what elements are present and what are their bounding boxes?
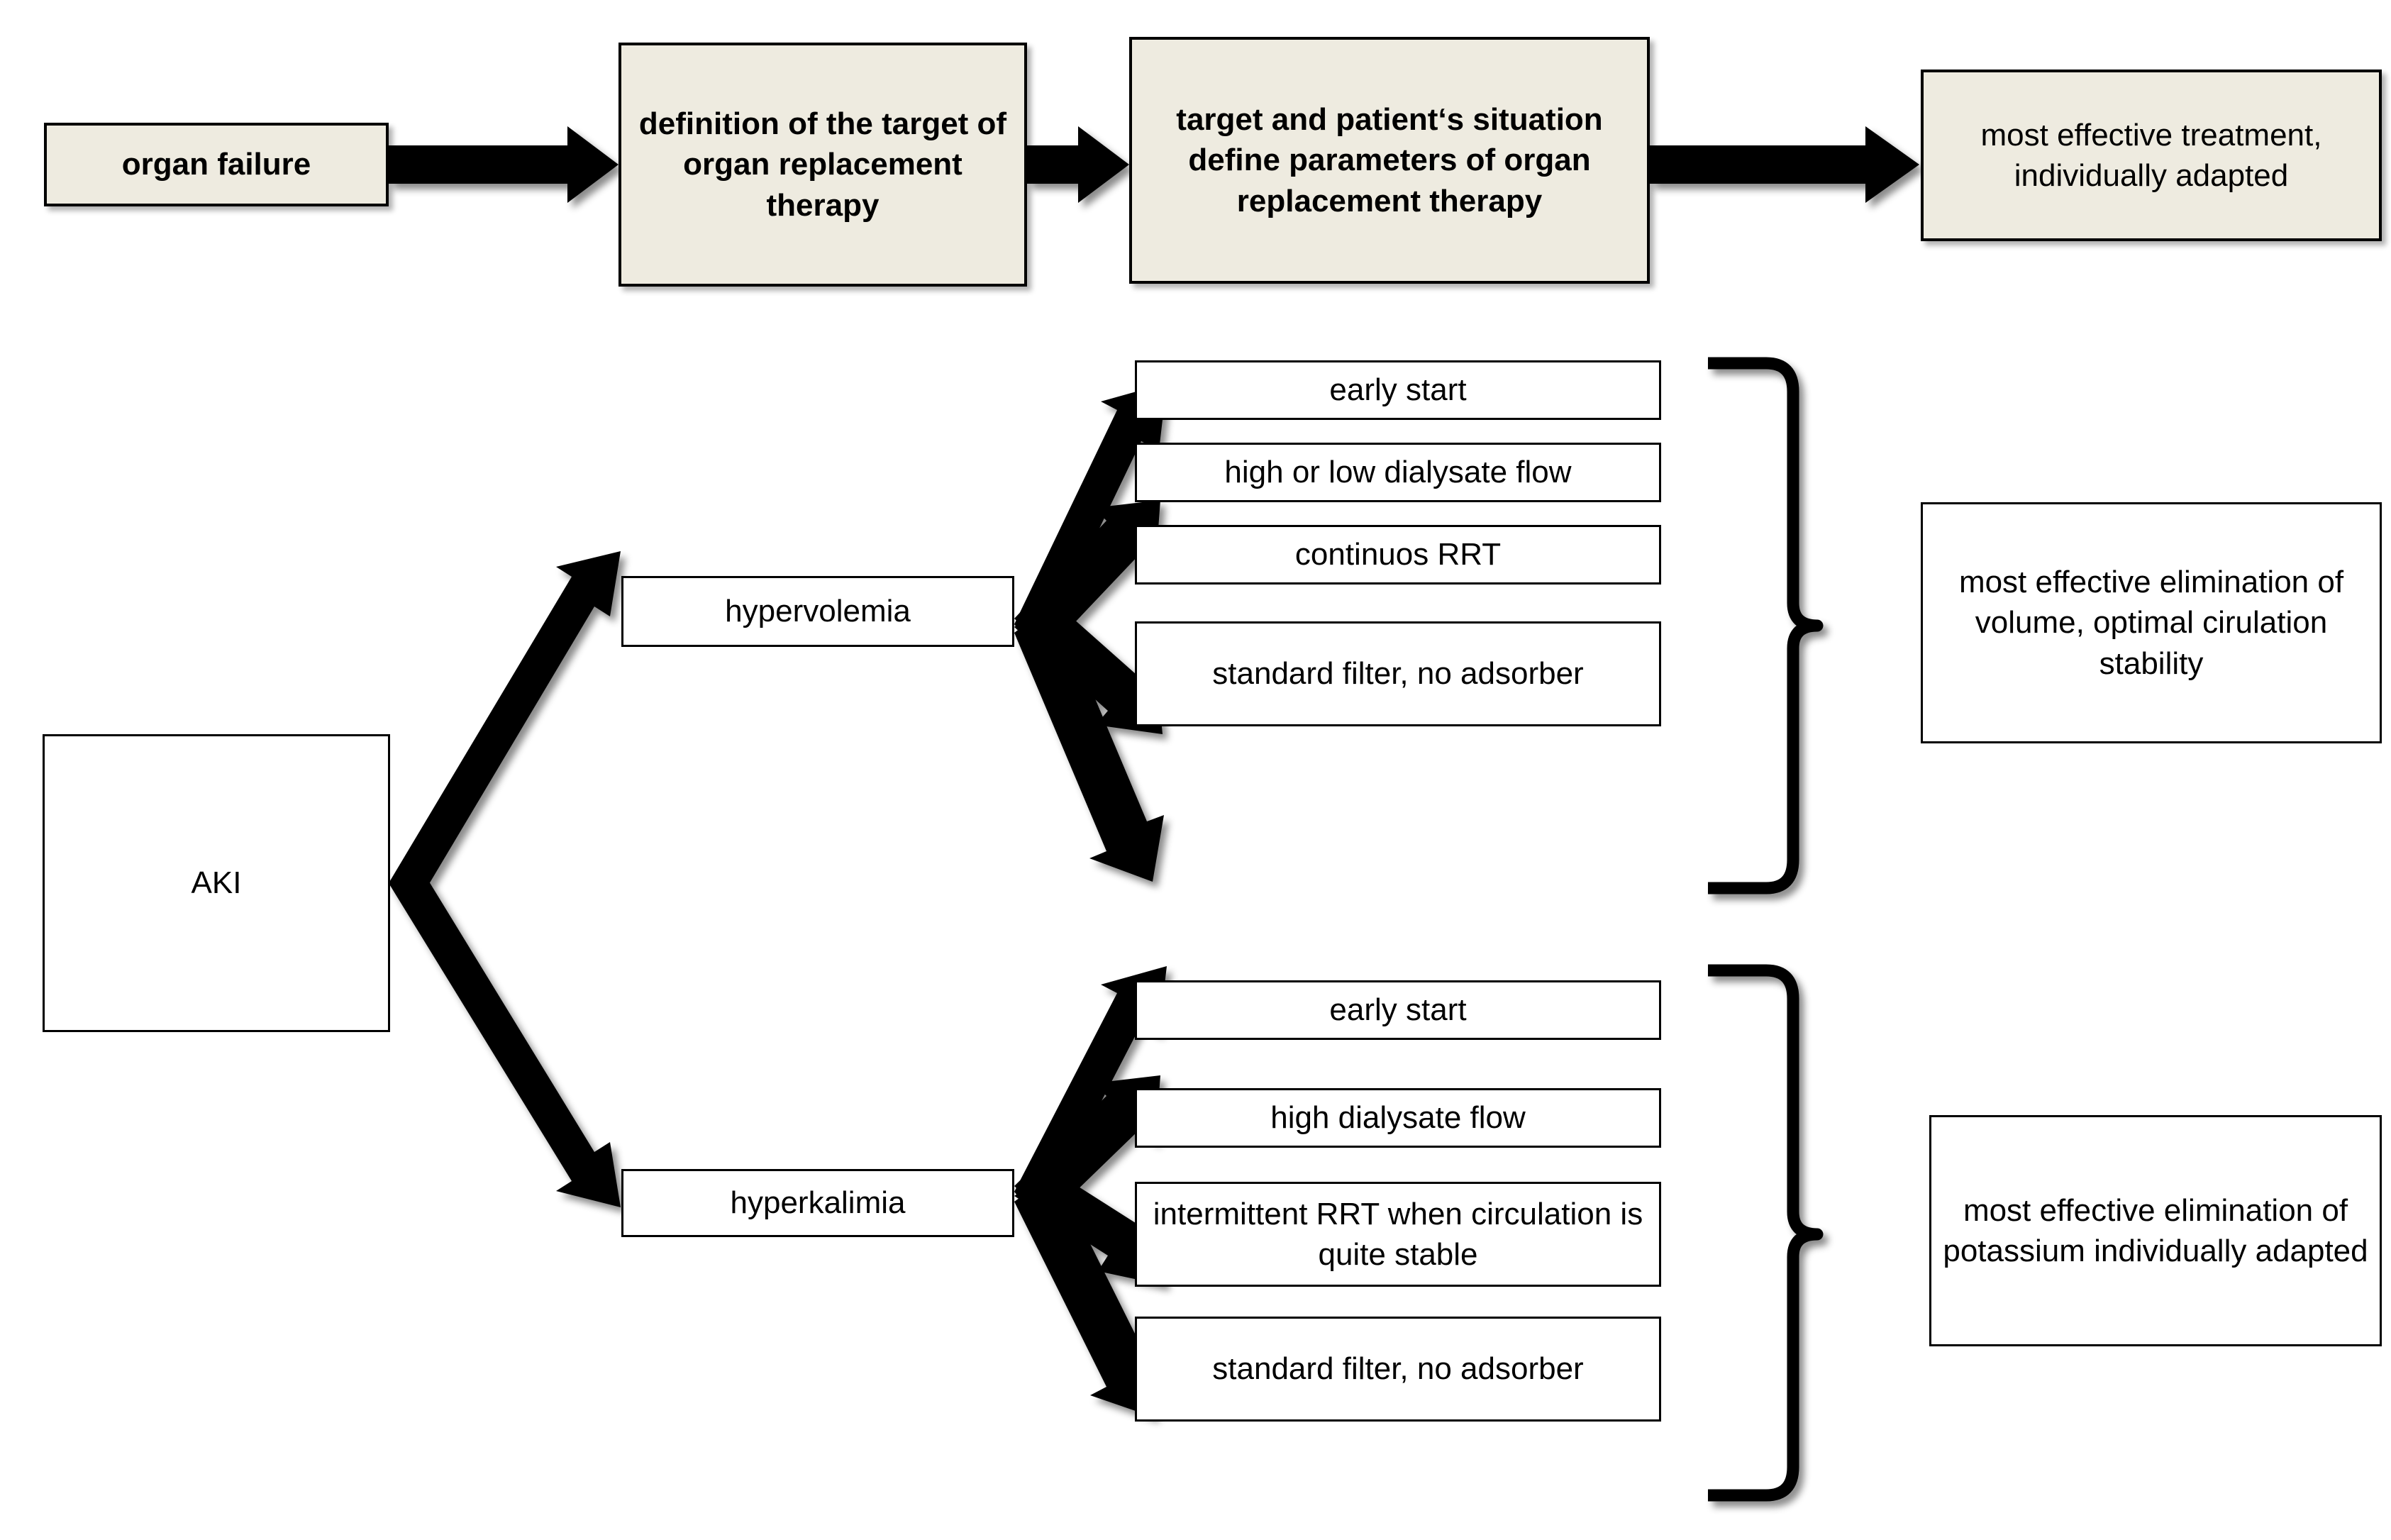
box-hv-outcome-label: most effective elimination of volume, op… xyxy=(1958,565,2344,681)
box-hv-dialysate-flow[interactable]: high or low dialysate flow xyxy=(1135,443,1661,502)
brace-hypervolemia xyxy=(1708,357,1824,894)
arrow-definition-to-target xyxy=(1027,126,1129,203)
box-hk-dialysate-flow[interactable]: high dialysate flow xyxy=(1135,1088,1661,1148)
box-hv-continuos-rrt[interactable]: continuos RRT xyxy=(1135,525,1661,585)
box-hv-early-start-label: early start xyxy=(1329,372,1467,408)
box-hv-outcome[interactable]: most effective elimination of volume, op… xyxy=(1921,502,2382,743)
box-organ-failure-label: organ failure xyxy=(121,147,311,182)
box-hk-intermittent-rrt-label: intermittent RRT when circulation is qui… xyxy=(1153,1196,1643,1272)
box-most-effective-treatment-label: most effective treatment, individually a… xyxy=(1980,117,2322,193)
box-aki-label: AKI xyxy=(191,865,242,901)
arrow-target-to-treatment xyxy=(1650,126,1919,203)
box-aki[interactable]: AKI xyxy=(43,734,390,1032)
box-hk-standard-filter[interactable]: standard filter, no adsorber xyxy=(1135,1317,1661,1422)
box-most-effective-treatment[interactable]: most effective treatment, individually a… xyxy=(1921,70,2382,241)
box-hv-standard-filter-label: standard filter, no adsorber xyxy=(1212,656,1584,692)
arrow-organfailure-to-definition xyxy=(389,126,618,203)
box-hv-continuos-rrt-label: continuos RRT xyxy=(1294,537,1502,572)
box-definition-target-label: definition of the target of organ replac… xyxy=(638,106,1007,223)
box-target-patient-situation-label: target and patient‘s situation define pa… xyxy=(1176,102,1603,218)
box-hyperkalimia-label: hyperkalimia xyxy=(730,1185,906,1221)
arrow-hv-to-early-start xyxy=(1014,383,1167,655)
box-hypervolemia-label: hypervolemia xyxy=(725,594,911,629)
box-definition-target[interactable]: definition of the target of organ replac… xyxy=(618,43,1027,287)
box-hv-early-start[interactable]: early start xyxy=(1135,360,1661,420)
box-hv-standard-filter[interactable]: standard filter, no adsorber xyxy=(1135,621,1661,726)
box-hv-dialysate-flow-label: high or low dialysate flow xyxy=(1224,455,1572,490)
box-hk-outcome-label: most effective elimination of potassium … xyxy=(1943,1192,2368,1268)
box-hk-standard-filter-label: standard filter, no adsorber xyxy=(1212,1351,1584,1387)
brace-hyperkalimia xyxy=(1708,964,1824,1502)
box-hk-dialysate-flow-label: high dialysate flow xyxy=(1270,1100,1526,1136)
aki-branch-arrows xyxy=(389,551,621,1207)
arrow-aki-to-hypervolemia xyxy=(389,551,621,914)
box-hyperkalimia[interactable]: hyperkalimia xyxy=(621,1169,1014,1237)
box-organ-failure[interactable]: organ failure xyxy=(44,123,389,206)
arrow-aki-to-hyperkalimia xyxy=(389,853,621,1207)
brace-group xyxy=(1708,357,1824,1502)
box-hk-early-start[interactable]: early start xyxy=(1135,980,1661,1040)
box-target-patient-situation[interactable]: target and patient‘s situation define pa… xyxy=(1129,37,1650,284)
box-hk-intermittent-rrt[interactable]: intermittent RRT when circulation is qui… xyxy=(1135,1182,1661,1287)
box-hypervolemia[interactable]: hypervolemia xyxy=(621,576,1014,647)
box-hk-outcome[interactable]: most effective elimination of potassium … xyxy=(1929,1115,2382,1346)
box-hk-early-start-label: early start xyxy=(1329,992,1467,1028)
